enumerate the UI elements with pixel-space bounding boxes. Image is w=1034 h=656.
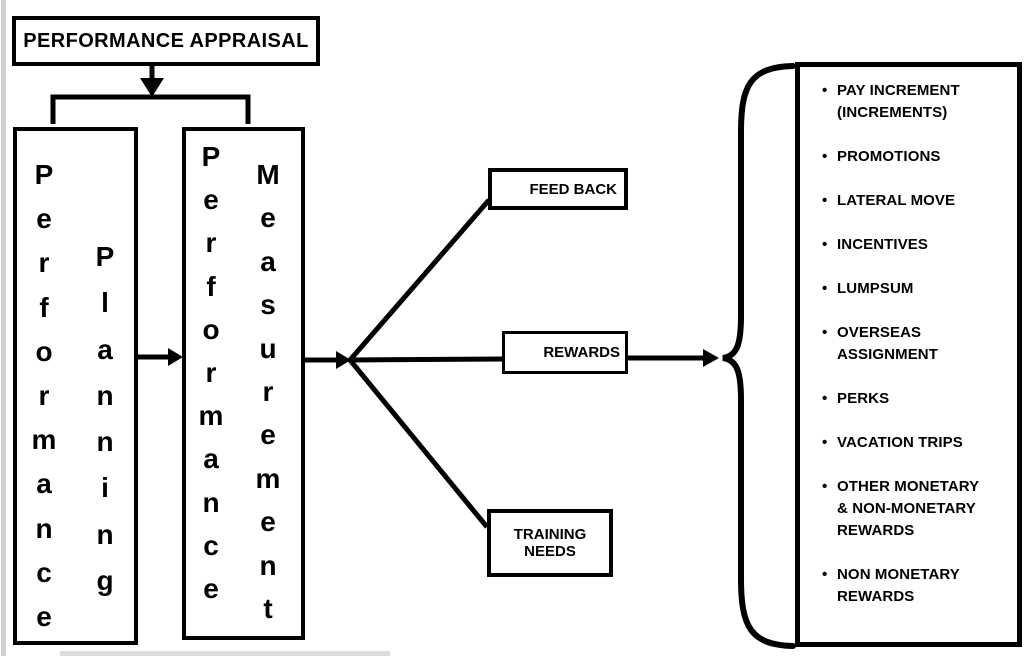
reward-list-item-text: PERKS <box>837 390 890 407</box>
vertical-letter: i <box>101 472 109 504</box>
vertical-letter: P <box>95 241 115 272</box>
arrow-measurement-out-head <box>336 351 351 369</box>
vertical-letter: g <box>96 564 114 596</box>
curly-brace <box>722 63 796 649</box>
bullet-icon: • <box>822 566 828 583</box>
reward-list-item-text: PROMOTIONS <box>837 148 941 165</box>
branch-line-feedback <box>348 198 491 362</box>
bullet-icon: • <box>822 434 828 451</box>
reward-list-item-text: NON MONETARY REWARDS <box>837 566 960 605</box>
bullet-icon: • <box>822 280 828 297</box>
vertical-letter: n <box>96 426 114 458</box>
vertical-letter: a <box>203 443 219 475</box>
node-performance-appraisal: PERFORMANCE APPRAISAL <box>12 16 320 66</box>
bullet-icon: • <box>822 192 828 209</box>
node-performance-appraisal-label: PERFORMANCE APPRAISAL <box>23 29 309 52</box>
rewards-panel: • PAY INCREMENT (INCREMENTS) • PROMOTIONS • L… <box>795 62 1022 647</box>
vertical-letter: t <box>263 592 273 624</box>
vertical-letter: r <box>38 247 50 279</box>
reward-list-item-text: LATERAL MOVE <box>837 192 956 209</box>
vertical-letter: c <box>36 556 52 588</box>
reward-list-item: • LATERAL MOVE <box>822 190 1013 212</box>
reward-list-item: • OTHER MONETARY & NON-MONETARY REWARDS <box>822 476 1013 542</box>
vertical-letter: e <box>203 572 219 604</box>
arrow-title-down-head <box>140 78 164 97</box>
arrow-planning-to-measurement-head <box>168 348 183 366</box>
node-training-needs-label: TRAINING NEEDS <box>513 526 587 560</box>
vertical-letter: e <box>203 184 219 216</box>
vertical-letter: a <box>260 245 276 277</box>
vertical-letter: f <box>206 270 216 302</box>
vertical-letter: P <box>34 159 54 190</box>
vertical-letter: r <box>205 356 217 388</box>
reward-list-item: • PROMOTIONS <box>822 146 1013 168</box>
node-feed-back: FEED BACK <box>488 168 628 210</box>
bullet-icon: • <box>822 82 828 99</box>
reward-list-item: • LUMPSUM <box>822 278 1013 300</box>
vertical-letter: f <box>39 291 49 323</box>
vertical-letter: n <box>96 379 114 411</box>
bullet-icon: • <box>822 478 828 495</box>
vertical-letter: a <box>36 468 52 500</box>
vertical-letter: r <box>38 379 50 411</box>
reward-list-item-text: OTHER MONETARY & NON-MONETARY REWARDS <box>837 478 980 539</box>
node-feed-back-label: FEED BACK <box>529 180 617 198</box>
vertical-letter: P <box>201 141 221 172</box>
reward-list-item: • OVERSEAS ASSIGNMENT <box>822 322 1013 366</box>
vertical-letter: e <box>260 202 276 234</box>
vertical-letter: e <box>260 506 276 538</box>
reward-list-item-text: VACATION TRIPS <box>837 434 963 451</box>
vertical-letter: M <box>256 159 280 190</box>
vertical-letter: n <box>202 486 220 518</box>
branch-line-rewards <box>349 356 504 363</box>
vertical-letter: n <box>259 549 277 581</box>
vertical-letter: r <box>205 227 217 259</box>
bullet-icon: • <box>822 324 828 341</box>
vertical-letter: c <box>203 529 219 561</box>
vertical-letter: o <box>35 335 53 367</box>
node-rewards-label: REWARDS <box>543 344 620 361</box>
reward-list-item-text: OVERSEAS ASSIGNMENT <box>837 324 939 363</box>
vertical-letter: m <box>255 462 281 494</box>
reward-list-item: • PERKS <box>822 388 1013 410</box>
vertical-letter: e <box>260 419 276 451</box>
vertical-letter: n <box>96 518 114 550</box>
vertical-letter: r <box>262 375 274 407</box>
reward-list-item-text: PAY INCREMENT (INCREMENTS) <box>837 82 960 121</box>
vertical-letter: s <box>260 289 276 321</box>
vertical-letter: l <box>101 287 109 319</box>
reward-list-item: • VACATION TRIPS <box>822 432 1013 454</box>
vertical-letter: n <box>35 512 53 544</box>
reward-list-item: • PAY INCREMENT (INCREMENTS) <box>822 80 1013 124</box>
bullet-icon: • <box>822 148 828 165</box>
vertical-letter: e <box>36 203 52 235</box>
bullet-icon: • <box>822 236 828 253</box>
bullet-icon: • <box>822 390 828 407</box>
vertical-letter: m <box>31 424 57 456</box>
page-edge-bottom <box>60 651 390 656</box>
page-edge-left <box>1 0 6 656</box>
node-training-needs: TRAINING NEEDS <box>487 509 613 577</box>
vertical-letter: e <box>36 600 52 632</box>
reward-list-item: • INCENTIVES <box>822 234 1013 256</box>
arrow-rewards-to-brace-head <box>703 349 719 367</box>
reward-list-item-text: INCENTIVES <box>837 236 929 253</box>
vertical-letter: m <box>198 400 224 432</box>
vertical-letter: u <box>259 332 277 364</box>
node-rewards: REWARDS <box>502 331 628 374</box>
vertical-letter: a <box>97 333 113 365</box>
vertical-letter: o <box>202 313 220 345</box>
reward-list-item: • NON MONETARY REWARDS <box>822 564 1013 608</box>
reward-list-item-text: LUMPSUM <box>837 280 914 297</box>
split-bracket <box>50 94 251 124</box>
rewards-list: • PAY INCREMENT (INCREMENTS) • PROMOTIONS • L… <box>800 67 1017 608</box>
branch-line-training-needs <box>348 358 489 529</box>
